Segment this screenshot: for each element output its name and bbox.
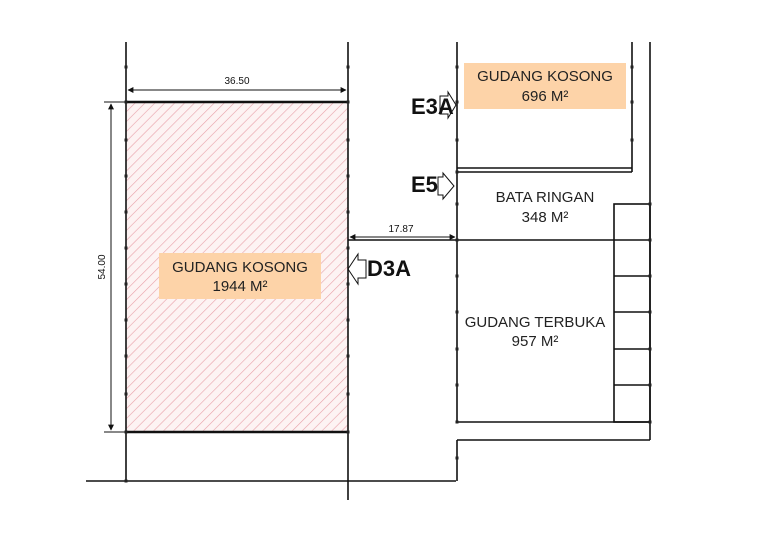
bata-ringan-label[interactable]: BATA RINGAN 348 M² — [496, 189, 595, 226]
dimension-height: 54.00 — [97, 101, 126, 433]
top-right-warehouse-area-text: 696 M² — [522, 88, 569, 105]
column-marker — [455, 420, 459, 424]
column-marker — [455, 347, 459, 351]
column-marker — [455, 138, 459, 142]
column-marker — [346, 210, 350, 214]
dimension-width-label: 36.50 — [224, 76, 249, 87]
entrance-e5-code: E5 — [411, 172, 438, 197]
column-marker — [124, 479, 128, 483]
column-marker — [124, 65, 128, 69]
column-marker — [455, 383, 459, 387]
entrance-d3a[interactable]: D3A — [347, 252, 411, 286]
main-warehouse-area-text: 1944 M² — [212, 278, 267, 295]
column-marker — [124, 354, 128, 358]
column-marker — [455, 456, 459, 460]
column-marker — [124, 210, 128, 214]
main-warehouse-label-box — [159, 253, 321, 299]
column-marker — [346, 354, 350, 358]
entrance-e5-arrow-icon — [437, 171, 455, 201]
top-right-warehouse-label-box — [464, 63, 626, 109]
column-marker — [346, 138, 350, 142]
column-marker — [124, 138, 128, 142]
column-marker — [124, 392, 128, 396]
column-marker — [455, 310, 459, 314]
column-marker — [346, 392, 350, 396]
column-marker — [124, 430, 128, 434]
dimension-width: 36.50 — [127, 76, 347, 93]
entrance-d3a-arrow-icon — [347, 252, 367, 286]
column-marker — [648, 310, 652, 314]
column-marker — [455, 100, 459, 104]
column-marker — [648, 202, 652, 206]
column-marker — [346, 282, 350, 286]
entrance-e3a-code: E3A — [411, 94, 454, 119]
column-marker — [455, 274, 459, 278]
column-marker — [124, 282, 128, 286]
column-marker — [648, 238, 652, 242]
column-marker — [124, 246, 128, 250]
bata-ringan-name: BATA RINGAN — [496, 189, 595, 206]
column-marker — [455, 170, 459, 174]
column-marker — [346, 246, 350, 250]
column-marker — [124, 318, 128, 322]
column-marker — [346, 318, 350, 322]
entrance-e3a-arrow-icon — [439, 90, 457, 120]
entrance-d3a-code: D3A — [367, 256, 411, 281]
column-marker — [648, 347, 652, 351]
entrance-e3a[interactable]: E3A — [411, 90, 457, 120]
main-warehouse-label: GUDANG KOSONG 1944 M² — [159, 253, 321, 299]
column-marker — [346, 430, 350, 434]
column-marker — [124, 100, 128, 104]
column-marker — [455, 65, 459, 69]
main-warehouse-name: GUDANG KOSONG — [172, 259, 308, 276]
column-marker — [648, 274, 652, 278]
column-marker — [346, 100, 350, 104]
column-marker — [346, 65, 350, 69]
column-marker — [630, 138, 634, 142]
open-warehouse-area-text: 957 M² — [512, 333, 559, 350]
column-marker — [346, 174, 350, 178]
top-right-warehouse-label[interactable]: GUDANG KOSONG 696 M² — [464, 63, 626, 109]
entrance-e5[interactable]: E5 — [411, 171, 455, 201]
column-markers — [124, 65, 652, 483]
column-marker — [455, 202, 459, 206]
dimension-gap: 17.87 — [349, 224, 456, 240]
column-marker — [124, 174, 128, 178]
side-bays — [613, 203, 651, 423]
column-marker — [630, 100, 634, 104]
column-marker — [630, 65, 634, 69]
dimension-gap-label: 17.87 — [388, 224, 413, 235]
column-marker — [648, 383, 652, 387]
column-marker — [455, 238, 459, 242]
open-warehouse-name: GUDANG TERBUKA — [465, 314, 606, 331]
dimension-height-label: 54.00 — [97, 254, 108, 279]
bata-ringan-area-text: 348 M² — [522, 209, 569, 226]
top-right-warehouse-name: GUDANG KOSONG — [477, 68, 613, 85]
open-warehouse-label[interactable]: GUDANG TERBUKA 957 M² — [465, 314, 606, 350]
column-marker — [648, 420, 652, 424]
